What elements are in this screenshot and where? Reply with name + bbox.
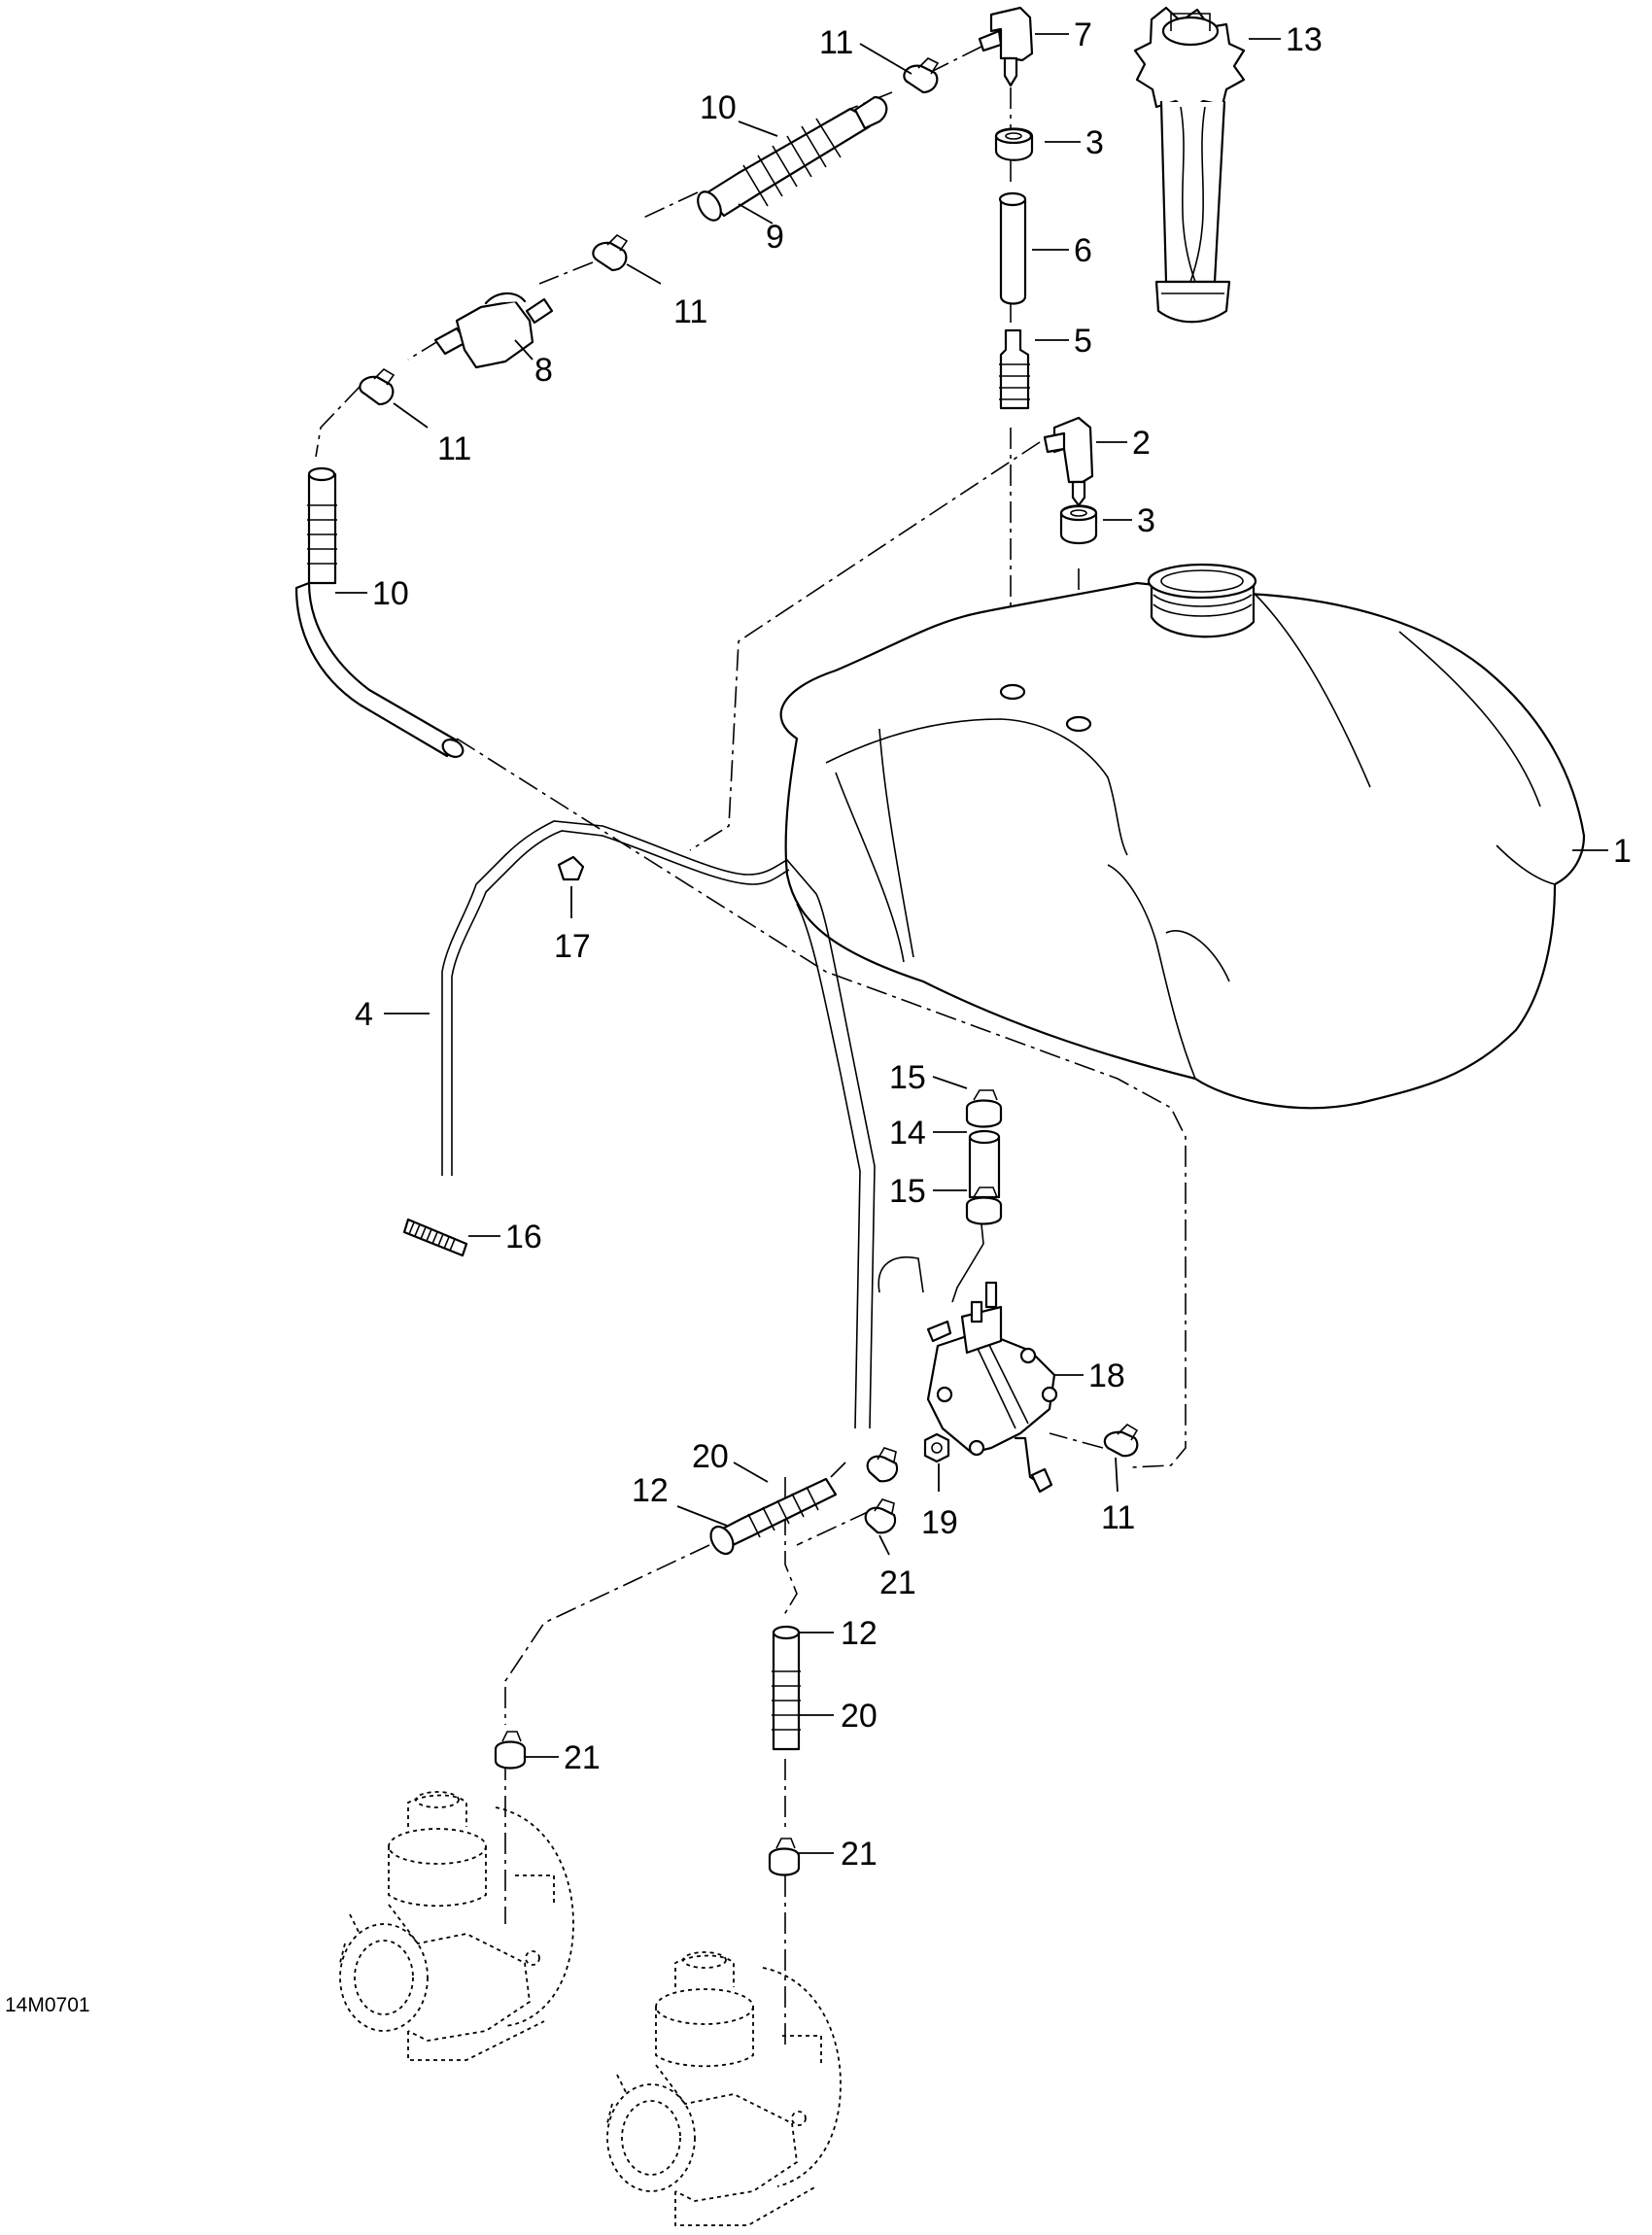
callout-11: 11 xyxy=(1101,1499,1135,1536)
fuel-line-4 xyxy=(441,820,876,1429)
callout-17: 17 xyxy=(554,928,591,965)
carburetor-right xyxy=(606,1951,842,2226)
grommet-3-lower xyxy=(1059,504,1098,545)
callout-6: 6 xyxy=(1074,232,1092,269)
check-valve-5 xyxy=(999,328,1030,410)
callout-10: 10 xyxy=(700,89,737,126)
clamp-11-pump xyxy=(1103,1423,1139,1458)
callout-1: 1 xyxy=(1613,833,1632,870)
callout-11: 11 xyxy=(819,24,853,61)
clamp-11-top xyxy=(903,57,940,94)
callout-labels: 1 2 3 3 4 5 6 7 8 9 10 10 11 11 11 11 12… xyxy=(355,17,1632,1873)
fuel-filter-8 xyxy=(433,292,554,369)
nut-19 xyxy=(923,1432,950,1463)
clamp-15-bottom xyxy=(965,1186,1003,1225)
callout-11: 11 xyxy=(673,293,707,330)
clamp-21-lower xyxy=(864,1498,897,1534)
callout-10: 10 xyxy=(372,575,409,612)
leader-lines xyxy=(335,33,1608,1854)
hose-sleeve-10-left xyxy=(294,466,465,758)
callout-18: 18 xyxy=(1088,1358,1125,1394)
spring-16 xyxy=(402,1218,468,1257)
callout-7: 7 xyxy=(1074,17,1092,53)
callout-11: 11 xyxy=(437,430,471,467)
callout-21: 21 xyxy=(879,1564,916,1601)
callout-15: 15 xyxy=(889,1059,926,1096)
clamp-21-carb-left xyxy=(494,1731,527,1770)
clamp-21-carb-right xyxy=(768,1838,801,1876)
callout-12: 12 xyxy=(632,1472,669,1509)
clamp-15-top xyxy=(965,1089,1003,1128)
callout-4: 4 xyxy=(355,996,373,1033)
callout-15: 15 xyxy=(889,1173,926,1210)
callout-5: 5 xyxy=(1074,323,1092,360)
fuel-tank xyxy=(779,563,1586,1110)
carburetor-left xyxy=(339,1791,574,2061)
grommet-3-top xyxy=(994,127,1034,161)
hose-sleeve-20-lower xyxy=(772,1625,801,1751)
callout-20: 20 xyxy=(692,1438,729,1475)
clamp-11-mid xyxy=(592,233,629,272)
hose-sleeve-10-top xyxy=(697,95,888,222)
callout-3: 3 xyxy=(1085,124,1104,161)
drawing-reference: 14M0701 xyxy=(5,1994,90,2016)
callout-3: 3 xyxy=(1137,502,1155,539)
callout-21: 21 xyxy=(564,1739,601,1776)
callout-13: 13 xyxy=(1286,21,1323,58)
fuel-pump-18 xyxy=(878,1223,1058,1494)
retainer-17 xyxy=(557,855,585,881)
callout-8: 8 xyxy=(534,352,553,389)
clamp-11-left xyxy=(359,367,396,406)
callout-16: 16 xyxy=(505,1219,542,1255)
callout-12: 12 xyxy=(841,1615,878,1652)
callout-2: 2 xyxy=(1132,425,1151,462)
callout-20: 20 xyxy=(841,1698,878,1735)
hose-sleeve-20-upper xyxy=(709,1477,838,1556)
t-fitting-2 xyxy=(1043,416,1094,507)
t-fitting-7 xyxy=(978,6,1034,87)
callout-21: 21 xyxy=(841,1836,878,1873)
hose-6 xyxy=(998,191,1027,305)
callout-14: 14 xyxy=(889,1115,926,1152)
callout-9: 9 xyxy=(766,219,784,256)
fuel-gauge-cap xyxy=(1133,6,1246,324)
clamp-21-upper xyxy=(866,1447,899,1483)
hose-14 xyxy=(968,1129,1001,1199)
callout-19: 19 xyxy=(921,1504,958,1541)
